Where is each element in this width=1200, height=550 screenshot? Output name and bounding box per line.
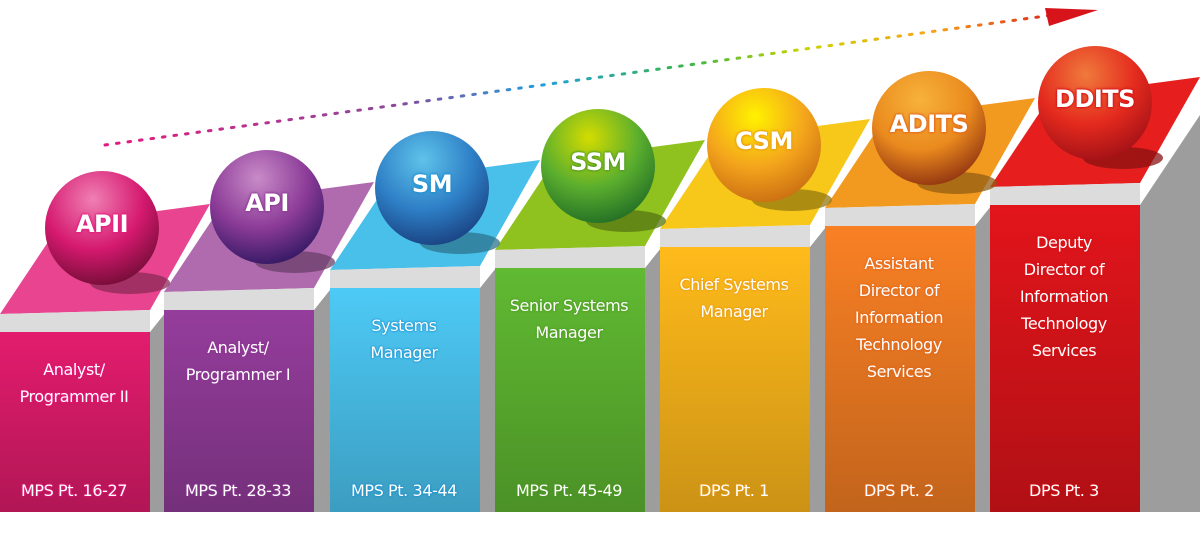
sphere-ball — [707, 88, 821, 202]
level-title-line: Information — [1019, 287, 1109, 306]
sphere-ball — [375, 131, 489, 245]
level-title-line: Systems — [371, 316, 437, 335]
level-title-line: Programmer II — [19, 387, 129, 406]
sphere-csm — [707, 88, 832, 211]
level-pay-scale: MPS Pt. 16-27 — [20, 481, 128, 500]
sphere-adits — [872, 71, 997, 194]
level-title-line: Analyst/ — [43, 360, 105, 379]
level-title-line: Services — [1031, 341, 1097, 360]
block-front-face — [825, 226, 975, 512]
level-block-csm — [660, 119, 870, 512]
block-front-face — [330, 288, 480, 512]
block-side-face — [314, 290, 330, 512]
block-side-face — [645, 248, 661, 512]
sphere-ssm — [541, 109, 666, 232]
level-pay-scale: DPS Pt. 2 — [864, 481, 934, 500]
block-side-face — [150, 312, 166, 512]
level-title: Analyst/Programmer I — [164, 334, 312, 388]
sphere-ball — [541, 109, 655, 223]
level-title-line: Manager — [370, 343, 438, 362]
sphere-label-csm: CSM — [735, 127, 793, 155]
block-front-face — [0, 332, 150, 512]
block-front-face — [990, 205, 1140, 512]
level-pay-scale: DPS Pt. 3 — [1029, 481, 1099, 500]
sphere-ball — [45, 171, 159, 285]
level-title-line: Director of — [1023, 260, 1105, 279]
level-title-line: Services — [866, 362, 932, 381]
level-pay-scale: MPS Pt. 34-44 — [350, 481, 458, 500]
sphere-ball — [872, 71, 986, 185]
sphere-label-api: API — [245, 189, 289, 217]
level-pay-scale: MPS Pt. 45-49 — [515, 481, 623, 500]
sphere-ball — [1038, 46, 1152, 160]
level-title-line: Manager — [535, 323, 603, 342]
arrow-head-icon — [1045, 8, 1098, 26]
level-title-line: Technology — [1021, 314, 1107, 333]
level-title-line: Senior Systems — [509, 296, 629, 315]
sphere-label-ddits: DDITS — [1055, 85, 1135, 113]
block-top-lip — [495, 246, 645, 268]
level-title-line: Technology — [856, 335, 942, 354]
level-title-line: Information — [854, 308, 944, 327]
sphere-sm — [375, 131, 500, 254]
arrow-dotted-line — [103, 12, 1062, 147]
block-front-face — [660, 247, 810, 512]
sphere-label-adits: ADITS — [889, 110, 969, 138]
sphere-apii — [45, 171, 170, 294]
block-side-face — [975, 206, 991, 512]
level-title: Analyst/Programmer II — [0, 356, 148, 410]
sphere-label-ssm: SSM — [570, 148, 626, 176]
sphere-label-sm: SM — [411, 170, 453, 198]
progression-arrow — [103, 8, 1098, 147]
level-title-line: Assistant — [864, 254, 934, 273]
level-title-line: Manager — [700, 302, 768, 321]
sphere-ball — [210, 150, 324, 264]
block-side-face — [480, 268, 496, 512]
level-title-line: Analyst/ — [207, 338, 269, 357]
block-side-face — [810, 227, 826, 512]
block-top-lip — [990, 183, 1140, 205]
block-top-lip — [660, 225, 810, 247]
block-top-lip — [164, 288, 314, 310]
level-pay-scale: MPS Pt. 28-33 — [184, 481, 292, 500]
block-top-lip — [825, 204, 975, 226]
block-side-face — [1140, 115, 1200, 512]
sphere-label-apii: APII — [75, 210, 129, 238]
block-front-face — [495, 268, 645, 512]
level-pay-scale: DPS Pt. 1 — [699, 481, 769, 500]
level-title-line: Programmer I — [185, 365, 291, 384]
level-title-line: Director of — [858, 281, 940, 300]
block-front-face — [164, 310, 314, 512]
level-title-line: Deputy — [1036, 233, 1092, 252]
sphere-ddits — [1038, 46, 1163, 169]
block-top-lip — [330, 266, 480, 288]
block-top-lip — [0, 310, 150, 332]
level-title-line: Chief Systems — [679, 275, 789, 294]
sphere-api — [210, 150, 335, 273]
